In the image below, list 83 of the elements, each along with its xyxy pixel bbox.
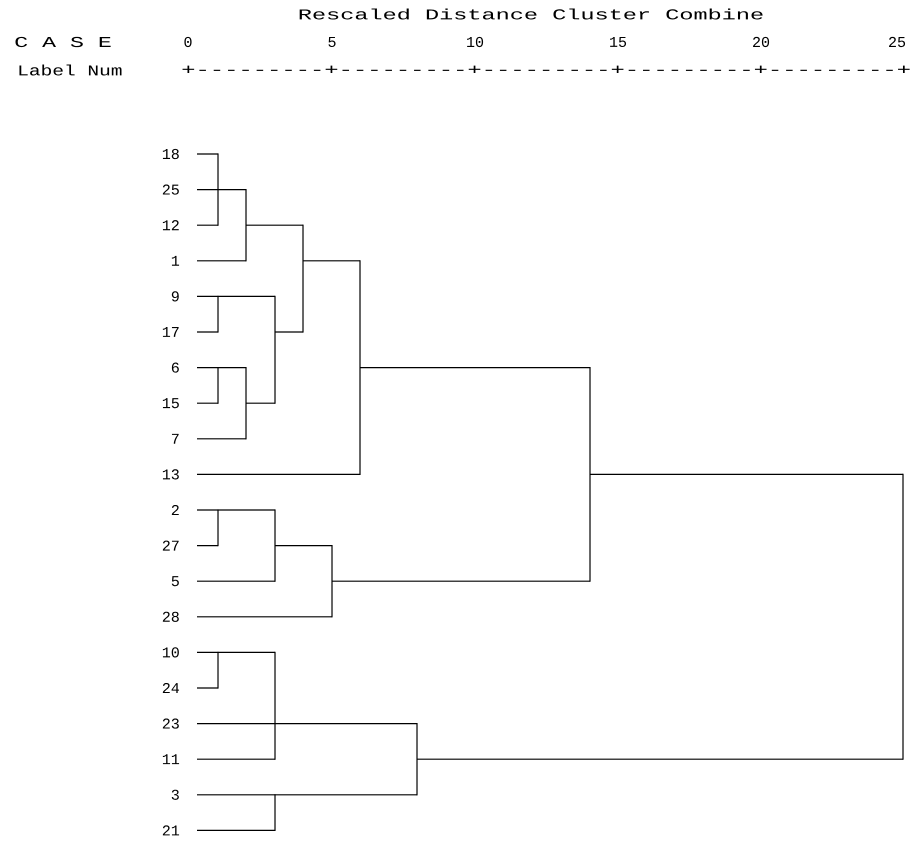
branch-line [197, 224, 218, 226]
branch-line [197, 545, 218, 546]
case-number: 18 [162, 148, 179, 160]
branch-line [197, 580, 275, 582]
branch-line [275, 545, 332, 546]
case-number: 15 [162, 398, 179, 408]
branch-line [332, 580, 590, 582]
merge-line [217, 652, 219, 689]
merge-line [416, 723, 418, 796]
case-number: 9 [172, 291, 179, 302]
branch-line [197, 687, 218, 689]
case-number: 23 [162, 718, 179, 729]
column-header: Label Num [19, 64, 122, 76]
branch-line [303, 260, 360, 262]
branch-line [197, 830, 275, 831]
branch-line [218, 189, 246, 190]
branch-line [218, 652, 275, 653]
case-number: 3 [172, 790, 179, 800]
branch-line [197, 260, 246, 262]
merge-line [245, 189, 247, 262]
merge-line [274, 296, 276, 404]
merge-line [274, 794, 276, 831]
branch-line [246, 224, 303, 226]
case-number: 6 [172, 362, 179, 373]
branch-line [590, 474, 903, 475]
axis-tick-label: 5 [328, 36, 336, 47]
case-number: 1 [172, 256, 180, 266]
case-number: 25 [162, 184, 179, 195]
branch-line [197, 794, 275, 796]
branch-line [218, 367, 246, 368]
branch-line [197, 723, 275, 724]
branch-line [197, 438, 246, 440]
axis-tick-label: 0 [184, 36, 192, 48]
branch-line [197, 652, 218, 653]
branch-line [417, 758, 903, 760]
case-number: 12 [162, 220, 179, 230]
merge-line [217, 296, 219, 333]
branch-line [197, 402, 218, 404]
branch-line [197, 758, 275, 760]
merge-line [245, 367, 247, 440]
case-number: 11 [162, 754, 180, 764]
case-number: 17 [162, 327, 179, 337]
merge-line [359, 260, 361, 475]
merge-line [589, 367, 591, 582]
merge-line [217, 509, 219, 546]
case-number: 28 [162, 612, 179, 622]
case-number: 24 [162, 682, 180, 694]
axis-text: +---------+---------+---------+---------+---------+ [182, 66, 910, 73]
branch-line [275, 794, 417, 796]
merge-line [274, 652, 276, 760]
branch-line [197, 474, 360, 475]
branch-line [197, 616, 332, 618]
case-number: 10 [162, 647, 179, 658]
merge-line [217, 153, 219, 226]
branch-line [360, 367, 590, 368]
case-number: 27 [162, 540, 179, 551]
branch-line [197, 189, 218, 190]
merge-line [274, 509, 276, 582]
case-number: 2 [172, 504, 179, 516]
branch-line [275, 723, 417, 724]
merge-line [331, 545, 333, 618]
axis-tick-label: 15 [610, 36, 626, 47]
merge-line [302, 224, 304, 333]
branch-line [197, 509, 218, 511]
branch-line [197, 296, 218, 297]
case-number: 21 [162, 825, 180, 836]
axis-tick-label: 10 [467, 36, 484, 48]
merge-line [902, 474, 904, 760]
column-header: C A S E [16, 36, 111, 48]
merge-line [217, 367, 219, 404]
branch-line [218, 296, 275, 297]
case-number: 5 [172, 576, 179, 586]
axis-tick-label: 20 [753, 36, 770, 48]
branch-line [218, 509, 275, 511]
branch-line [197, 153, 218, 155]
chart-title: Rescaled Distance Cluster Combine [300, 8, 763, 20]
branch-line [197, 331, 218, 333]
case-number: 13 [162, 469, 179, 480]
case-number: 7 [172, 434, 179, 444]
branch-line [197, 367, 218, 368]
axis-tick-label: 25 [889, 36, 906, 48]
branch-line [246, 402, 275, 404]
branch-line [275, 331, 303, 333]
